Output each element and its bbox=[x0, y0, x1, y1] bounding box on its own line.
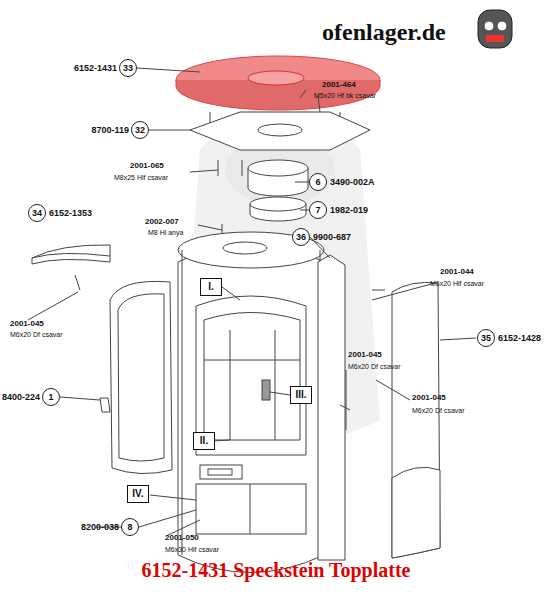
part-label: M6x20 Hlf csavar bbox=[430, 280, 484, 287]
callout-circle: 1 bbox=[42, 388, 60, 406]
callout-circle: 6 bbox=[309, 173, 327, 191]
callout-number: 7 bbox=[315, 206, 320, 215]
callout-number: 34 bbox=[32, 209, 42, 218]
part-label: M8x25 Hlf csavar bbox=[114, 174, 168, 181]
part-label: 9900-687 bbox=[313, 233, 351, 242]
callout-number: 35 bbox=[481, 334, 491, 343]
part-label: 3490-002A bbox=[330, 178, 375, 187]
part-label: 8400-224 bbox=[2, 393, 40, 402]
part-label: M6x30 Hlf csavar bbox=[165, 546, 219, 553]
callout-circle: 8 bbox=[121, 518, 139, 536]
part-label: M6x20 Df csavar bbox=[10, 331, 63, 338]
callout-number: I. bbox=[208, 282, 214, 292]
part-label: 2001-464 bbox=[322, 81, 356, 89]
callout-number: 1 bbox=[48, 393, 53, 402]
callout-circle: 7 bbox=[309, 201, 327, 219]
part-label: M8 Hl anya bbox=[148, 229, 183, 236]
part-label: 2001-050 bbox=[165, 534, 199, 542]
part-label: 2001-065 bbox=[130, 162, 164, 170]
callout-number: II. bbox=[200, 436, 208, 446]
part-label: 8200-038 bbox=[81, 523, 119, 532]
callout-circle: 34 bbox=[28, 204, 46, 222]
callout-number: 33 bbox=[123, 64, 133, 73]
part-label: M6x20 Df csavar bbox=[348, 363, 401, 370]
callout-number: 32 bbox=[135, 126, 145, 135]
callout-circle: 33 bbox=[119, 59, 137, 77]
part-label: M6x20 Df csavar bbox=[412, 407, 465, 414]
part-label: M5x20 Hf bk csavar bbox=[314, 92, 376, 99]
callout-circle: 36 bbox=[292, 228, 310, 246]
callout-circle: 32 bbox=[131, 121, 149, 139]
callout-number: III. bbox=[295, 390, 306, 400]
part-label: 2001-044 bbox=[440, 268, 474, 276]
callout-number: 6 bbox=[315, 178, 320, 187]
callout-number: 36 bbox=[296, 233, 306, 242]
part-label: 2001-045 bbox=[348, 351, 382, 359]
part-label: 6152-1353 bbox=[49, 209, 92, 218]
callout-circle: 35 bbox=[477, 329, 495, 347]
part-label: 8700-119 bbox=[91, 126, 129, 135]
part-label: 2001-045 bbox=[10, 320, 44, 328]
detail-box: II. bbox=[193, 432, 215, 450]
callout-number: IV. bbox=[132, 489, 143, 499]
part-label: 6152-1428 bbox=[498, 334, 541, 343]
part-label: 6152-1431 bbox=[74, 64, 117, 73]
detail-box: III. bbox=[290, 386, 312, 404]
part-label: 2001-045 bbox=[412, 394, 446, 402]
part-label: 2002-007 bbox=[145, 218, 179, 226]
part-label: 1982-019 bbox=[330, 206, 368, 215]
caption: 6152-1431 Speckstein Topplatte bbox=[142, 560, 411, 580]
logo-text: ofenlager.de bbox=[322, 20, 446, 44]
detail-box: IV. bbox=[127, 485, 149, 503]
detail-box: I. bbox=[200, 278, 222, 296]
callout-number: 8 bbox=[127, 523, 132, 532]
